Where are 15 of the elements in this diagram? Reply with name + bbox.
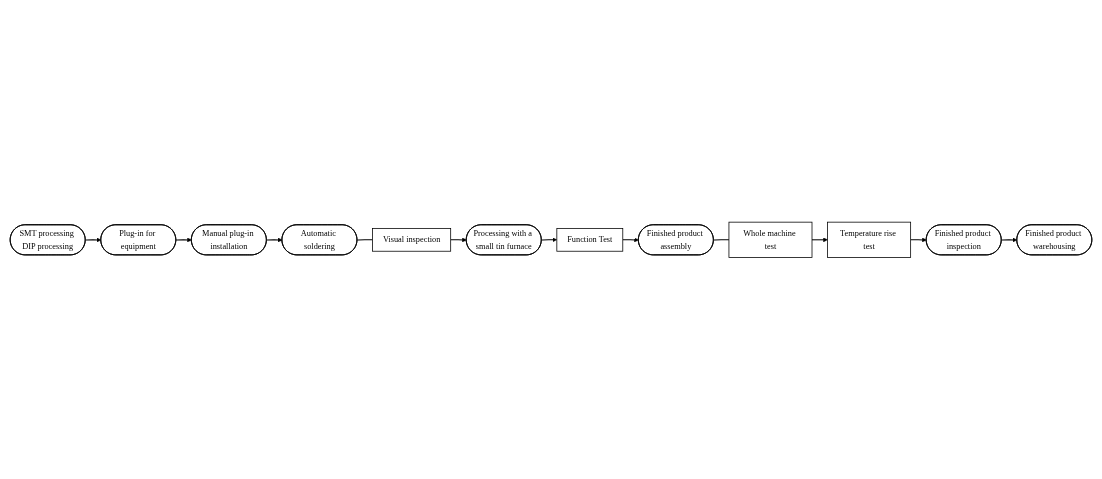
arrow	[910, 237, 927, 242]
arrow	[175, 237, 192, 242]
arrow	[84, 237, 102, 242]
node-box: Temperature rise test	[827, 221, 912, 258]
arrow	[811, 237, 828, 242]
arrow	[622, 237, 639, 242]
node-box: Visual inspection	[372, 227, 452, 252]
node-box: Whole machine test	[728, 221, 813, 258]
connector	[356, 238, 374, 241]
arrow	[1000, 237, 1018, 242]
arrow	[450, 237, 467, 242]
connector	[713, 238, 730, 241]
arrow	[266, 237, 283, 242]
node-box: Function Test	[556, 227, 624, 252]
arrow	[541, 237, 558, 242]
